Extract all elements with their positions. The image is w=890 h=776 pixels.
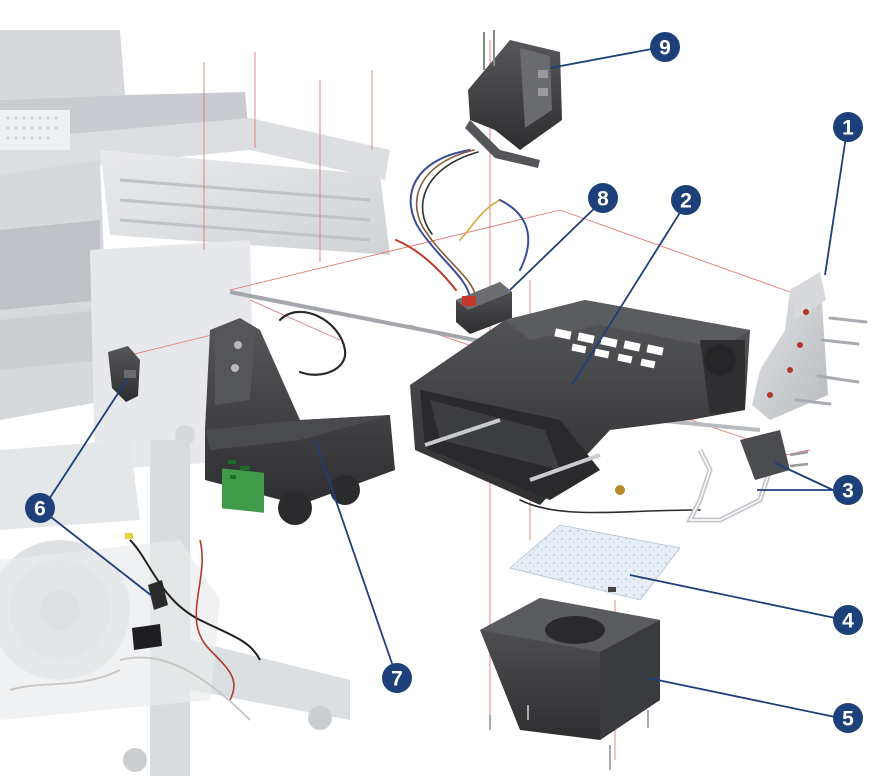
leader-lines [41, 47, 848, 719]
callout-2: 2 [671, 185, 701, 215]
part-8-connector [456, 282, 512, 334]
callout-3-label: 3 [842, 480, 854, 503]
callout-6: 6 [25, 493, 55, 523]
callout-8-label: 8 [597, 188, 609, 211]
callout-7-label: 7 [391, 668, 403, 691]
part-5-tray [480, 598, 660, 770]
callout-9: 9 [650, 32, 680, 62]
callout-2-label: 2 [680, 190, 692, 213]
part-2-frame [410, 300, 750, 505]
callout-8: 8 [588, 183, 618, 213]
callout-1-label: 1 [842, 117, 854, 140]
part-4-sheet [509, 524, 681, 601]
callout-7: 7 [382, 663, 412, 693]
callout-6-label: 6 [34, 498, 46, 521]
cable-harness [278, 149, 701, 514]
callout-5: 5 [833, 703, 863, 733]
part-1-plate [752, 272, 868, 420]
callout-1: 1 [833, 112, 863, 142]
callout-3: 3 [833, 475, 863, 505]
callout-4-label: 4 [842, 610, 854, 633]
part-6-sensor [9, 346, 261, 721]
part-9-bracket [465, 30, 562, 168]
part-3-tube [685, 430, 809, 523]
printer-background [0, 30, 390, 776]
callout-9-label: 9 [659, 37, 671, 60]
callout-4: 4 [833, 605, 863, 635]
part-7-duct [205, 318, 395, 525]
callout-5-label: 5 [842, 708, 854, 731]
